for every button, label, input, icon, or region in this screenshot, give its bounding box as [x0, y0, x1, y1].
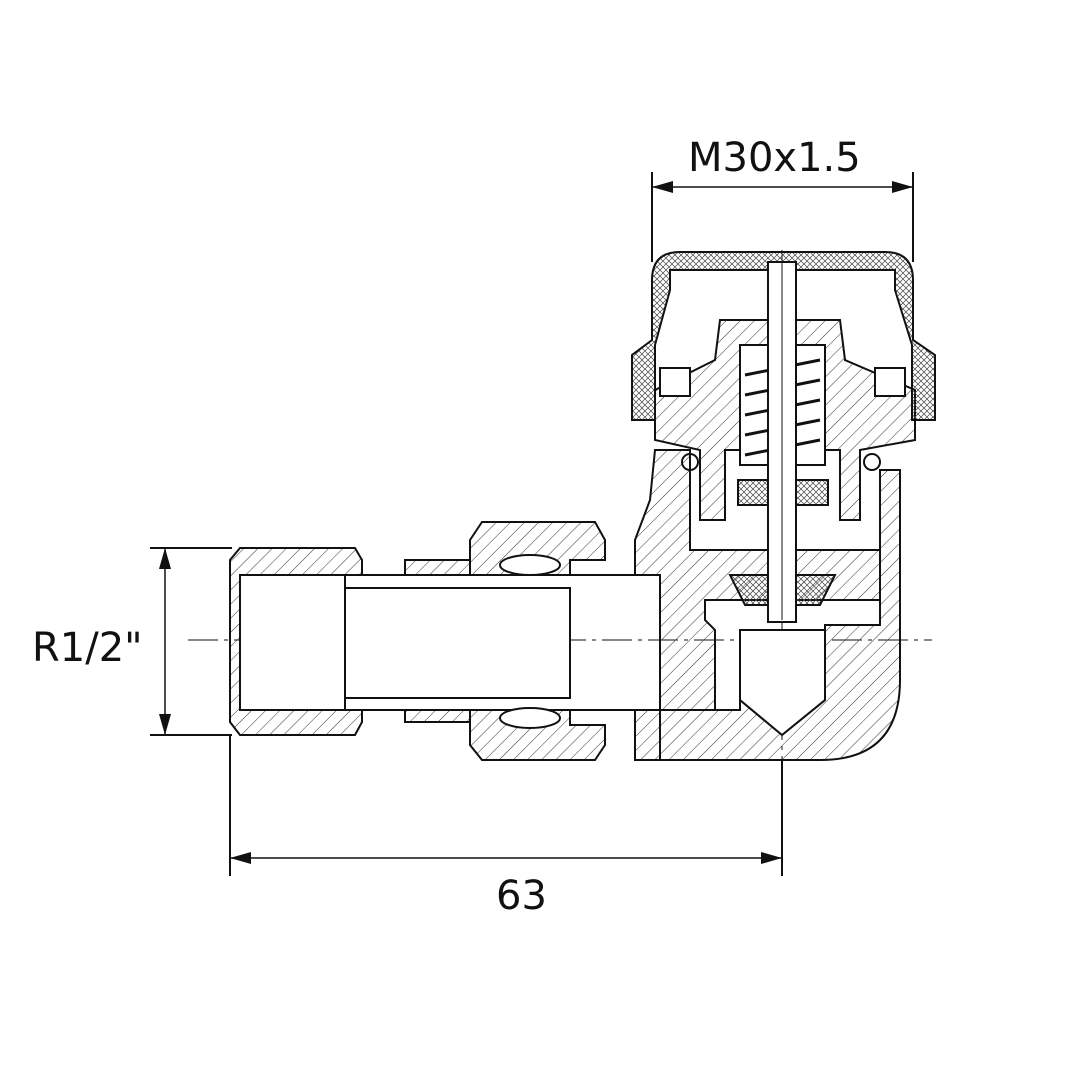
- dimension-bottom: [229, 735, 783, 876]
- protective-cap: [631, 251, 936, 421]
- length-label: 63: [496, 873, 547, 919]
- dimension-left: [150, 547, 232, 736]
- thread-left-label: R1/2": [32, 625, 143, 671]
- union-nut: [469, 521, 606, 761]
- inlet-nut: [229, 547, 471, 736]
- thread-top-label: M30x1.5: [688, 135, 861, 181]
- tailpiece: [344, 587, 571, 699]
- dimension-top: [651, 172, 914, 262]
